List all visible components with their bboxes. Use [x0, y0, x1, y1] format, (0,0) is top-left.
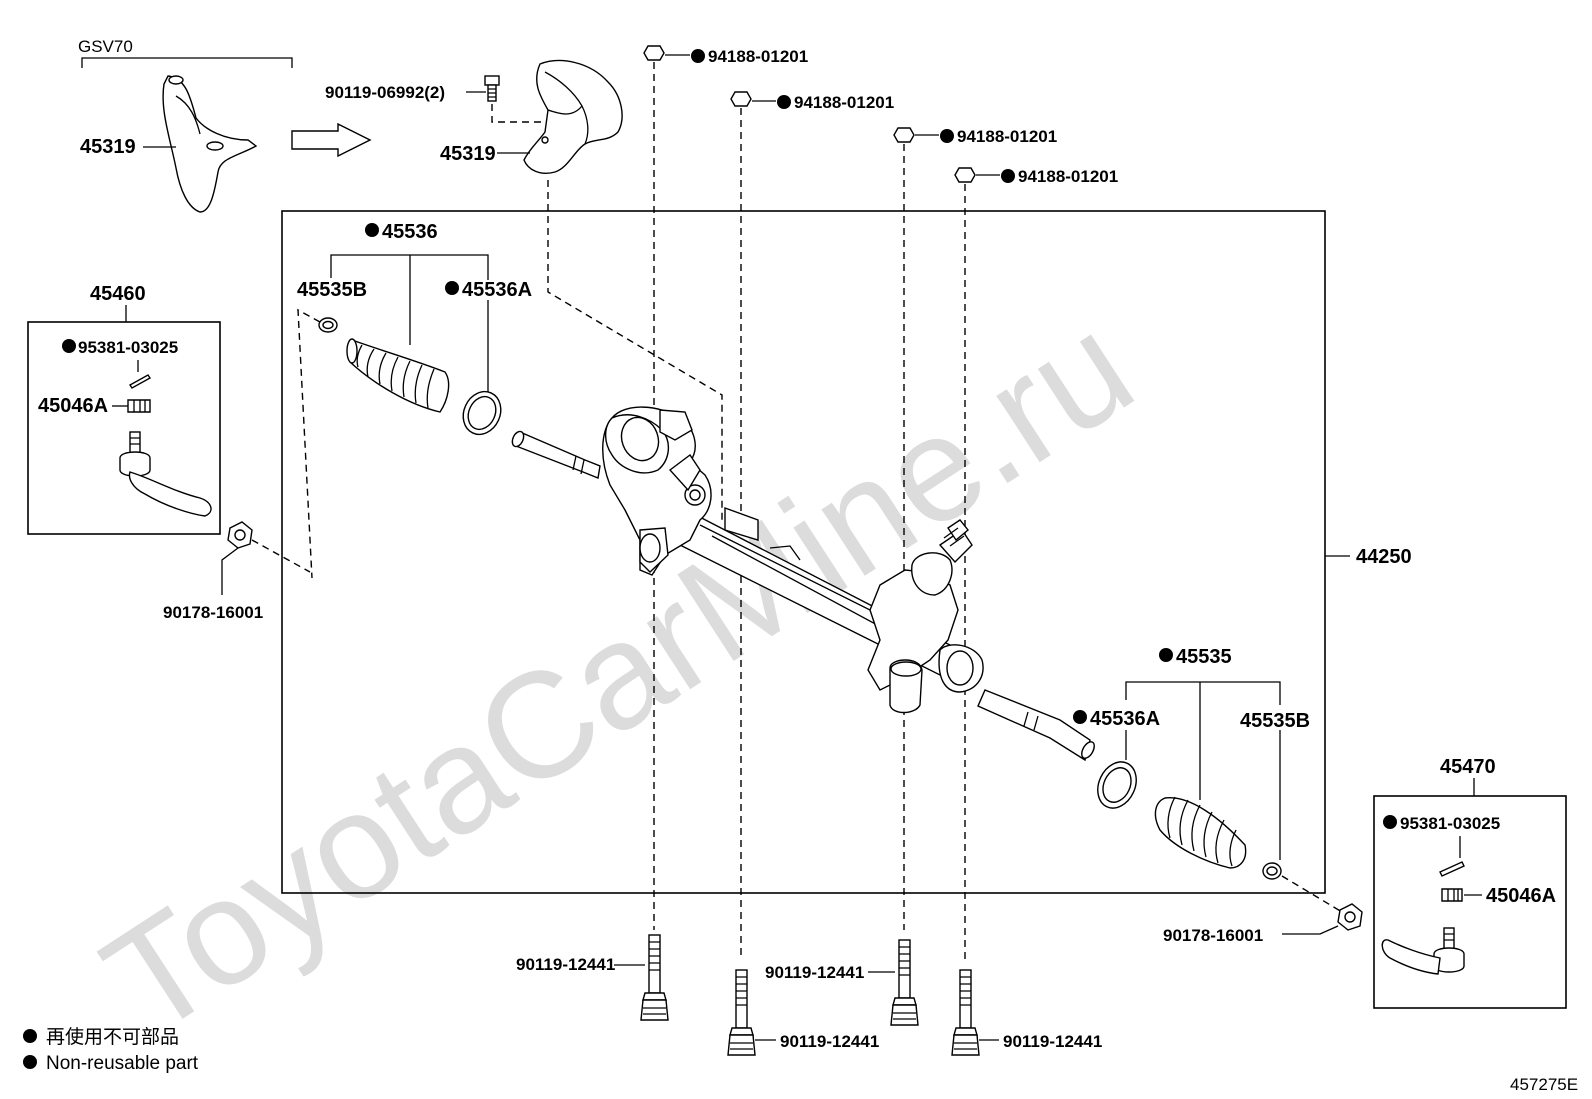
label-44250: 44250: [1356, 546, 1412, 568]
nut-90178-right-icon: [1337, 903, 1363, 931]
cotter-pin-left-icon: [128, 374, 152, 389]
non-reusable-dot-icon: [365, 223, 379, 237]
non-reusable-dot-icon: [1001, 169, 1015, 183]
label-45536A-left: 45536A: [462, 279, 532, 301]
tie-rod-end-right-icon: [1381, 927, 1465, 975]
heat-shield-45319-left-icon: [162, 75, 258, 213]
nut-90178-left-icon: [227, 521, 253, 549]
label-95381-left: 95381-03025: [78, 338, 178, 357]
non-reusable-dot-icon: [23, 1029, 37, 1043]
tie-rod-end-left-icon: [119, 431, 212, 517]
nut-94188-a: 94188-01201: [643, 45, 808, 930]
label-45535B-right: 45535B: [1240, 710, 1310, 732]
label-45319-left: 45319: [80, 136, 136, 158]
nut-94188-d: 94188-01201: [954, 167, 1118, 960]
label-45535: 45535: [1176, 646, 1232, 668]
label-90178-right: 90178-16001: [1163, 926, 1263, 945]
heat-shield-45319-right-icon: [523, 59, 623, 174]
heat-shield-45319-right-group: 45319 90119-06992(2): [325, 59, 723, 520]
label-90178-left: 90178-16001: [163, 603, 263, 622]
non-reusable-dot-icon: [445, 281, 459, 295]
label-94188-b: 94188-01201: [794, 93, 894, 112]
bolt-90119-12441-d-icon: [951, 969, 980, 1056]
non-reusable-dot-icon: [940, 129, 954, 143]
variant-label: GSV70: [78, 37, 133, 56]
bellows-boot-left-icon: [346, 338, 450, 413]
legend: 再使用不可部品 Non-reusable part: [23, 1026, 199, 1074]
tie-rod-end-left-frame: [27, 321, 221, 535]
non-reusable-dot-icon: [23, 1055, 37, 1069]
non-reusable-dot-icon: [62, 339, 76, 353]
label-90119-12441-a: 90119-12441: [516, 955, 615, 974]
label-90119-06992: 90119-06992(2): [325, 83, 445, 102]
non-reusable-dot-icon: [691, 49, 705, 63]
bolt-90119-12441-a-icon: [640, 934, 669, 1021]
cotter-pin-right-icon: [1439, 861, 1465, 877]
bolt-90119-12441-b-icon: [727, 969, 756, 1056]
bolt-90119-12441-c-icon: [890, 939, 919, 1026]
bolt-90119-06992-icon: [484, 75, 500, 102]
label-45536: 45536: [382, 221, 438, 243]
arrow-right-icon: [291, 122, 372, 158]
non-reusable-dot-icon: [1073, 710, 1087, 724]
non-reusable-dot-icon: [777, 95, 791, 109]
label-45046A-left: 45046A: [38, 395, 108, 417]
clamp-45535B-left-icon: [318, 317, 338, 333]
label-94188-c: 94188-01201: [957, 127, 1057, 146]
label-90119-12441-b: 90119-12441: [780, 1032, 879, 1051]
legend-jp: 再使用不可部品: [46, 1026, 179, 1048]
label-90119-12441-d: 90119-12441: [1003, 1032, 1102, 1051]
label-45470: 45470: [1440, 756, 1496, 778]
band-45536A-right-icon: [1097, 761, 1137, 809]
nut-94188-c: 94188-01201: [893, 127, 1057, 930]
label-95381-right: 95381-03025: [1400, 814, 1500, 833]
bellows-boot-right-icon: [1154, 796, 1247, 869]
steering-rack-icon: [511, 406, 1095, 762]
watermark: ToyotaCarMine.ru: [76, 281, 1160, 1067]
label-45046A-right: 45046A: [1486, 885, 1556, 907]
castle-nut-right-icon: [1441, 888, 1463, 902]
non-reusable-dot-icon: [1159, 648, 1173, 662]
label-45319-right: 45319: [440, 143, 496, 165]
tie-rod-end-right-frame: [1373, 795, 1567, 1009]
label-45535B-left: 45535B: [297, 279, 367, 301]
clamp-45535B-right-icon: [1262, 862, 1282, 880]
figure-code: 457275E: [1510, 1075, 1578, 1094]
label-94188-a: 94188-01201: [708, 47, 808, 66]
label-45460: 45460: [90, 283, 146, 305]
label-45536A-right: 45536A: [1090, 708, 1160, 730]
band-45536A-left-icon: [462, 390, 502, 436]
gsv70-group: GSV70 45319: [78, 37, 293, 213]
label-90119-12441-c: 90119-12441: [765, 963, 864, 982]
legend-en: Non-reusable part: [46, 1053, 199, 1074]
label-94188-d: 94188-01201: [1018, 167, 1118, 186]
steering-gear-assembly-frame: [281, 210, 1326, 894]
non-reusable-dot-icon: [1383, 815, 1397, 829]
castle-nut-left-icon: [127, 399, 151, 413]
